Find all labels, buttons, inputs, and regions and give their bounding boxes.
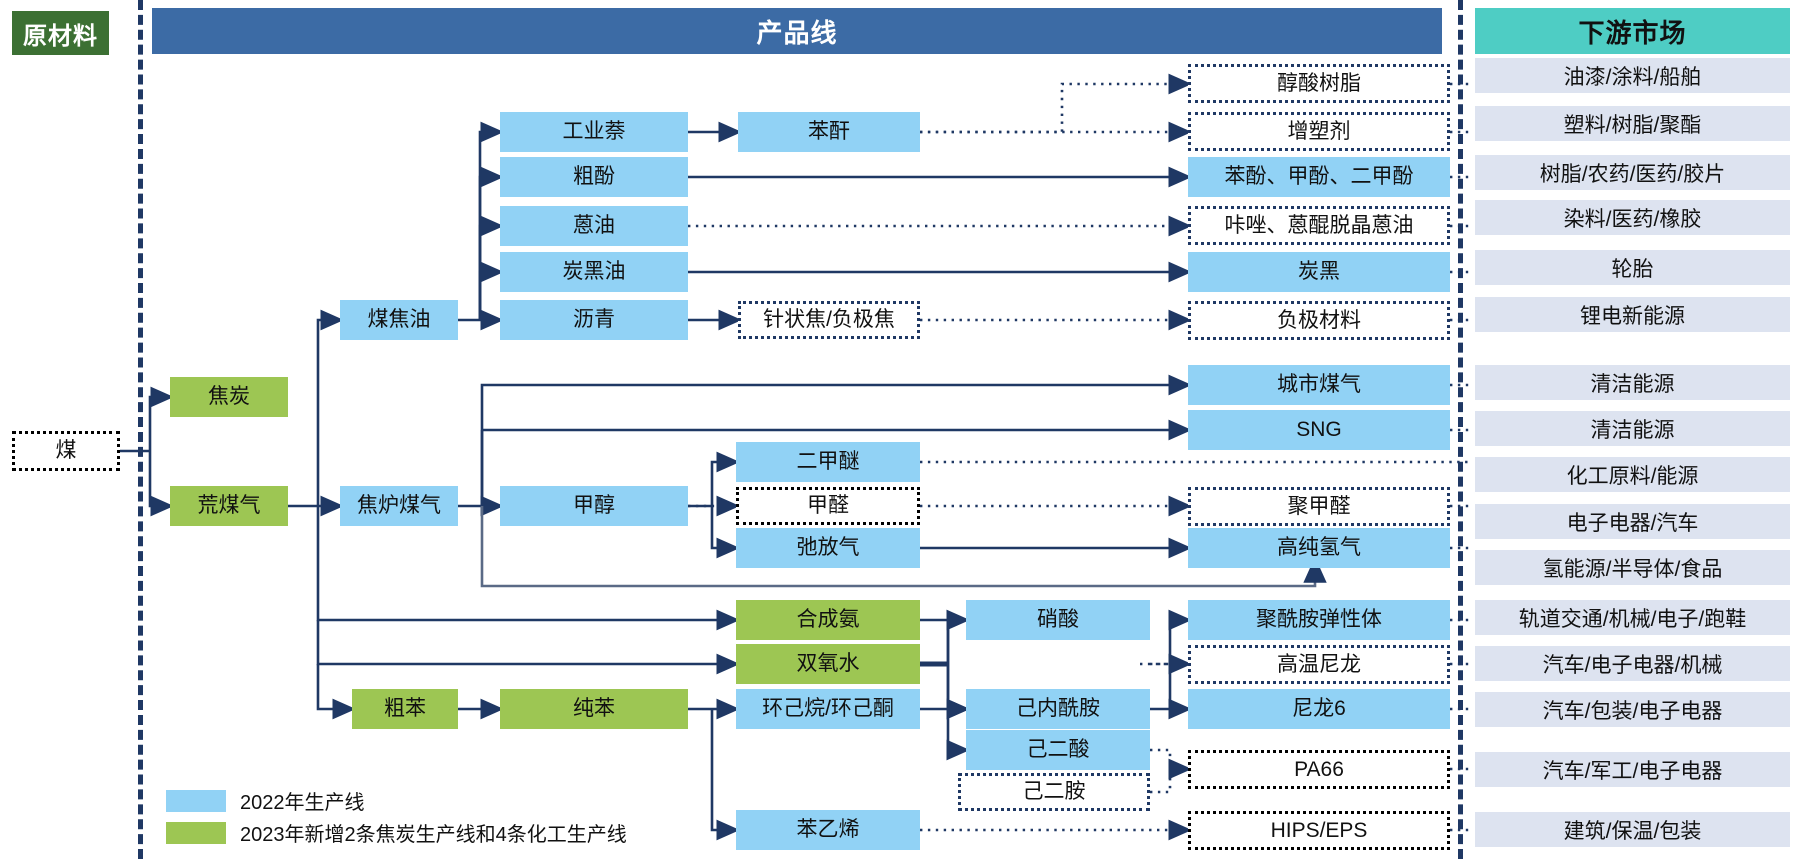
market-item: 染料/医药/橡胶 <box>1475 200 1790 235</box>
node-anthracene-oil[interactable]: 蒽油 <box>500 206 688 246</box>
node-dimethyl-ether[interactable]: 二甲醚 <box>736 442 920 482</box>
node-polyamide-elastomer[interactable]: 聚酰胺弹性体 <box>1188 600 1450 640</box>
header-downstream-market: 下游市场 <box>1475 8 1790 54</box>
market-item: 汽车/军工/电子电器 <box>1475 752 1790 787</box>
market-item: 锂电新能源 <box>1475 297 1790 332</box>
node-carbazole[interactable]: 咔唑、蒽醌脱晶蒽油 <box>1188 206 1450 245</box>
node-methanol[interactable]: 甲醇 <box>500 486 688 526</box>
market-item: 油漆/涂料/船舶 <box>1475 58 1790 93</box>
node-pure-benzene[interactable]: 纯苯 <box>500 689 688 729</box>
divider-left <box>138 0 143 859</box>
market-item: 清洁能源 <box>1475 365 1790 400</box>
market-item: 化工原料/能源 <box>1475 457 1790 492</box>
node-carbon-black[interactable]: 炭黑 <box>1188 252 1450 292</box>
market-item: 轮胎 <box>1475 250 1790 285</box>
legend-label-2022: 2022年生产线 <box>240 792 365 814</box>
market-item: 建筑/保温/包装 <box>1475 812 1790 847</box>
node-coal-tar[interactable]: 煤焦油 <box>340 300 458 340</box>
market-item: 汽车/电子电器/机械 <box>1475 646 1790 681</box>
node-polyoxymethylene[interactable]: 聚甲醛 <box>1188 487 1450 526</box>
header-raw-material: 原材料 <box>12 11 109 55</box>
node-purge-gas[interactable]: 弛放气 <box>736 528 920 568</box>
node-nylon6[interactable]: 尼龙6 <box>1188 689 1450 729</box>
node-high-purity-hydrogen[interactable]: 高纯氢气 <box>1188 528 1450 568</box>
node-cyclohexane[interactable]: 环己烷/环己酮 <box>736 689 920 729</box>
node-crude-benzene[interactable]: 粗苯 <box>352 689 458 729</box>
node-coke[interactable]: 焦炭 <box>170 377 288 417</box>
node-coke-oven-gas[interactable]: 焦炉煤气 <box>340 486 458 526</box>
node-hips-eps[interactable]: HIPS/EPS <box>1188 811 1450 850</box>
node-hydrogen-peroxide[interactable]: 双氧水 <box>736 644 920 684</box>
node-caprolactam[interactable]: 己内酰胺 <box>966 689 1150 729</box>
node-pitch[interactable]: 沥青 <box>500 300 688 340</box>
node-sng[interactable]: SNG <box>1188 410 1450 450</box>
market-item: 电子电器/汽车 <box>1475 504 1790 539</box>
node-alkyd-resin[interactable]: 醇酸树脂 <box>1188 64 1450 103</box>
node-carbon-black-oil[interactable]: 炭黑油 <box>500 252 688 292</box>
market-item: 汽车/包装/电子电器 <box>1475 692 1790 727</box>
node-industrial-naphthalene[interactable]: 工业萘 <box>500 112 688 152</box>
node-phthalic-anhydride[interactable]: 苯酐 <box>738 112 920 152</box>
node-synthetic-ammonia[interactable]: 合成氨 <box>736 600 920 640</box>
node-phenols[interactable]: 苯酚、甲酚、二甲酚 <box>1188 157 1450 197</box>
node-city-gas[interactable]: 城市煤气 <box>1188 365 1450 405</box>
legend-item-2023: 2023年新增2条焦炭生产线和4条化工生产线 <box>166 818 627 847</box>
divider-right <box>1458 0 1463 859</box>
node-pa66[interactable]: PA66 <box>1188 750 1450 789</box>
node-coal[interactable]: 煤 <box>12 431 120 471</box>
market-item: 氢能源/半导体/食品 <box>1475 550 1790 585</box>
node-nitric-acid[interactable]: 硝酸 <box>966 600 1150 640</box>
node-formaldehyde[interactable]: 甲醛 <box>736 487 920 525</box>
legend-item-2022: 2022年生产线 <box>166 786 365 815</box>
market-item: 轨道交通/机械/电子/跑鞋 <box>1475 600 1790 635</box>
node-anode-material[interactable]: 负极材料 <box>1188 301 1450 340</box>
node-adipic-acid[interactable]: 己二酸 <box>966 730 1150 770</box>
node-needle-coke[interactable]: 针状焦/负极焦 <box>738 301 920 339</box>
market-item: 清洁能源 <box>1475 411 1790 446</box>
node-high-temp-nylon[interactable]: 高温尼龙 <box>1188 645 1450 684</box>
market-item: 树脂/农药/医药/胶片 <box>1475 155 1790 190</box>
node-crude-phenol[interactable]: 粗酚 <box>500 157 688 197</box>
node-raw-gas[interactable]: 荒煤气 <box>170 486 288 526</box>
node-styrene[interactable]: 苯乙烯 <box>736 810 920 850</box>
node-plasticizer[interactable]: 增塑剂 <box>1188 112 1450 151</box>
legend-swatch-green <box>166 821 226 844</box>
market-item: 塑料/树脂/聚酯 <box>1475 106 1790 141</box>
header-product-line: 产品线 <box>152 8 1442 54</box>
node-hexanediamine[interactable]: 己二胺 <box>958 773 1150 811</box>
legend-label-2023: 2023年新增2条焦炭生产线和4条化工生产线 <box>240 824 627 846</box>
legend-swatch-blue <box>166 789 226 812</box>
